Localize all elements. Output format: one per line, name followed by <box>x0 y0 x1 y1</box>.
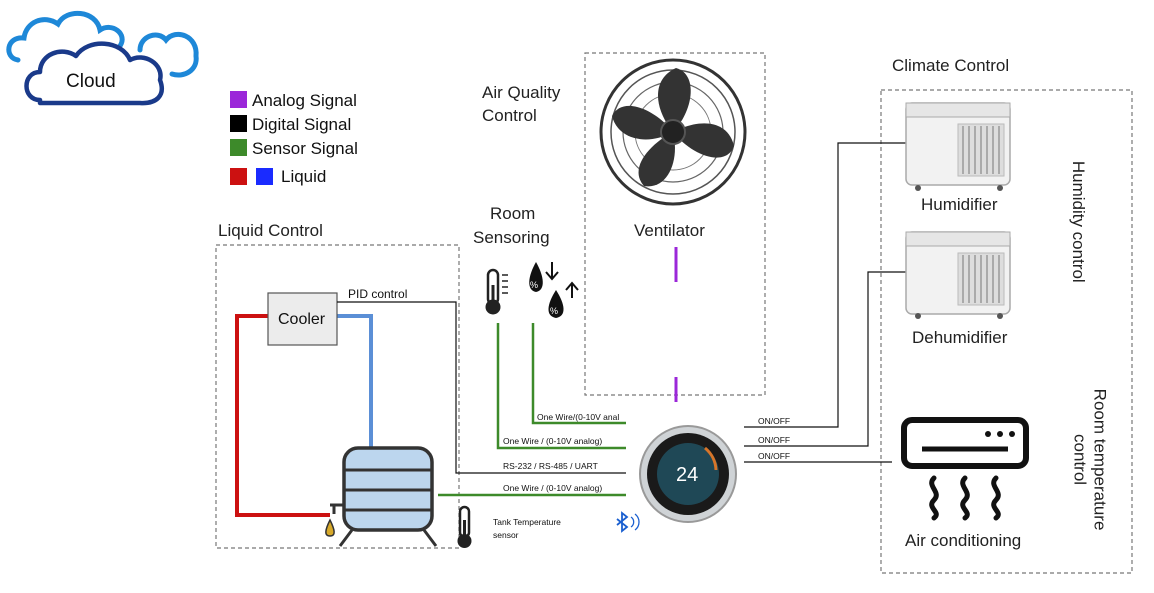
onoff-dehumidifier-label: ON/OFF <box>758 435 791 445</box>
ventilator-fan-icon <box>599 58 747 206</box>
room-temperature-control-line1: Room temperature <box>1090 388 1110 531</box>
one-wire-bottom-label: One Wire / (0-10V analog) <box>503 483 603 493</box>
onoff-humidifier-label: ON/OFF <box>758 416 791 426</box>
dehumidifier-label: Dehumidifier <box>912 328 1008 347</box>
legend-swatch-liquid-cold <box>256 168 273 185</box>
legend-liquid-label: Liquid <box>281 167 327 186</box>
climate-control-title: Climate Control <box>892 56 1010 75</box>
humidifier-icon <box>905 102 1011 191</box>
humidity-down-icon: % <box>529 262 559 292</box>
liquid-control-box <box>215 244 460 549</box>
svg-text:%: % <box>530 280 538 290</box>
air-conditioner-icon <box>901 417 1029 521</box>
rs-serial-label: RS-232 / RS-485 / UART <box>503 461 598 471</box>
tank-sensor-label-line1: Tank Temperature <box>493 517 561 527</box>
air-quality-title-line1: Air Quality <box>482 83 561 102</box>
svg-text:%: % <box>550 306 558 316</box>
pid-control-label: PID control <box>348 287 408 301</box>
one-wire-mid-label: One Wire / (0-10V analog) <box>503 436 603 446</box>
humidity-up-icon: % <box>548 281 579 318</box>
tank-sensor-label-line2: sensor <box>493 530 519 540</box>
room-sensoring-title-line1: Room <box>490 204 536 223</box>
ventilator-label: Ventilator <box>634 221 705 240</box>
humidifier-onoff-line <box>744 142 906 428</box>
liquid-control-title: Liquid Control <box>218 221 323 240</box>
dehumidifier-onoff-line <box>744 271 906 447</box>
humidifier-label: Humidifier <box>921 195 998 214</box>
legend-digital-label: Digital Signal <box>252 115 352 134</box>
legend-swatch-sensor <box>230 139 247 156</box>
cloud-icon <box>6 10 199 106</box>
room-sensoring-title-line2: Sensoring <box>473 228 550 247</box>
bluetooth-icon <box>616 511 640 533</box>
room-temperature-control-line2: control <box>1071 434 1090 486</box>
legend-analog-label: Analog Signal <box>252 91 357 110</box>
cloud-label: Cloud <box>66 71 116 92</box>
room-temperature-control-label: Room temperature control <box>1070 380 1110 540</box>
room-thermometer-icon <box>485 268 508 315</box>
hot-liquid-pipe <box>235 314 330 517</box>
room-temp-sensor-line <box>496 323 626 450</box>
tank-thermometer-icon <box>457 505 472 548</box>
one-wire-top-label: One Wire/(0-10V anal <box>537 412 620 422</box>
cooler-label: Cooler <box>278 311 326 328</box>
onoff-ac-label: ON/OFF <box>758 451 791 461</box>
pid-control-line <box>337 301 626 474</box>
cooler-box <box>267 292 338 346</box>
humidity-control-label: Humidity control <box>1068 160 1088 283</box>
thermostat-temperature: 24 <box>676 464 699 486</box>
legend-sensor-label: Sensor Signal <box>252 139 358 158</box>
air-conditioning-label: Air conditioning <box>905 531 1022 550</box>
legend-swatch-digital <box>230 115 247 132</box>
climate-control-box <box>880 89 1133 574</box>
humidity-sensor-line <box>531 323 626 425</box>
tank-icon <box>325 446 438 547</box>
legend-swatch-analog <box>230 91 247 108</box>
dehumidifier-icon <box>905 231 1011 319</box>
air-quality-title-line2: Control <box>482 106 537 125</box>
cold-liquid-pipe <box>334 314 373 448</box>
legend-swatch-liquid-hot <box>230 168 247 185</box>
thermostat-icon <box>639 425 737 523</box>
